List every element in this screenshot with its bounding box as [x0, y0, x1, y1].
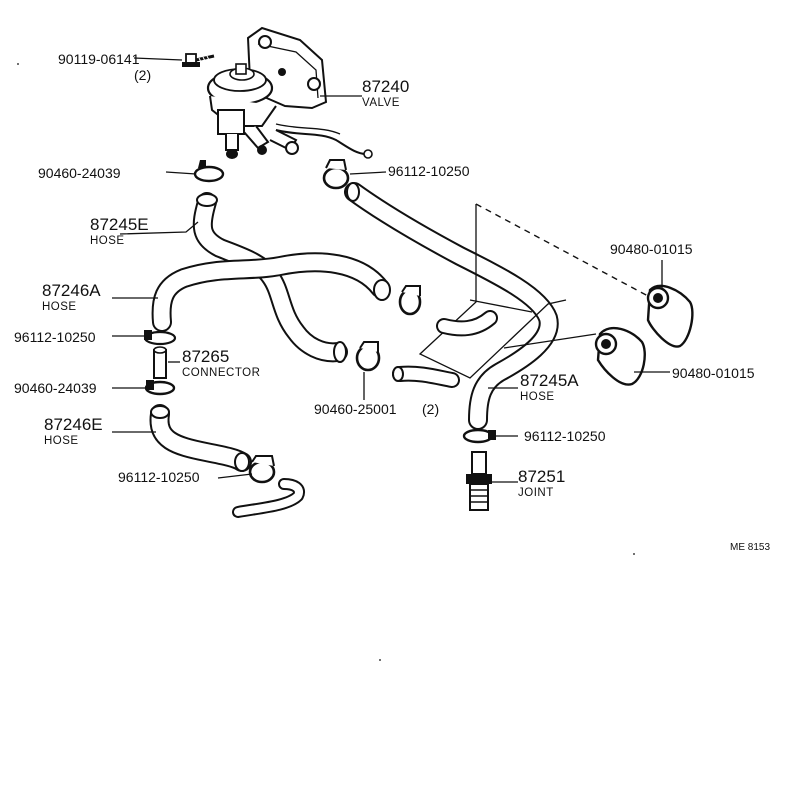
label-hose-e-lower-name: HOSE [44, 435, 79, 447]
label-clamp-left1: 96112-10250 [14, 329, 96, 345]
label-valve-name: VALVE [362, 97, 400, 109]
grommet-bottom-icon [594, 326, 646, 386]
label-hose-a-left-number: 87246A [42, 281, 101, 300]
label-clamp-left2: 96112-10250 [118, 469, 200, 485]
hose-clamp-top-icon [322, 159, 350, 190]
hose-panel-short [392, 310, 498, 388]
valve-assembly [206, 26, 373, 159]
label-hose-e-number: 87245E [90, 215, 149, 234]
label-clip-mid-number: 90460-25001 [314, 401, 397, 417]
label-clip-top: 90460-24039 [38, 165, 121, 181]
label-joint-number: 87251 [518, 467, 565, 486]
label-hose-a-left-name: HOSE [42, 301, 77, 313]
label-connector-number: 87265 [182, 347, 229, 366]
hose-87246E [149, 404, 252, 472]
label-grommet-top: 90480-01015 [610, 241, 693, 257]
hose-clamp-left2-icon [248, 455, 276, 484]
labels: 90119-06141 (2) 87240 VALVE 90460-24039 … [14, 51, 770, 553]
label-clip-mid-qty: (2) [422, 401, 439, 417]
label-joint-name: JOINT [518, 487, 554, 499]
label-valve-number: 87240 [362, 77, 409, 96]
panel-outline [418, 203, 649, 379]
label-hose-e-name: HOSE [90, 235, 125, 247]
label-clamp-top: 96112-10250 [388, 163, 470, 179]
hose-clamp-left1-icon [143, 330, 177, 346]
label-hose-right-number: 87245A [520, 371, 579, 390]
label-bolt-qty: (2) [134, 67, 151, 83]
hose-clamp-right-icon [462, 428, 496, 444]
hose-clip-mid-icon [355, 285, 422, 372]
hose-clip-left-icon [144, 380, 176, 396]
label-clip-left: 90460-24039 [14, 380, 97, 396]
label-connector-name: CONNECTOR [182, 367, 260, 379]
label-grommet-bottom: 90480-01015 [672, 365, 755, 381]
connector-icon [153, 346, 167, 379]
hose-tail [232, 478, 305, 518]
bolt-icon [182, 53, 215, 67]
label-bolt-number: 90119-06141 [58, 51, 140, 67]
scan-specks [17, 63, 635, 661]
label-hose-e-lower-number: 87246E [44, 415, 103, 434]
joint-icon [466, 451, 492, 511]
leader-lines [112, 57, 670, 483]
diagram-id: ME 8153 [730, 542, 770, 553]
hose-87246A [151, 252, 391, 332]
label-hose-right-name: HOSE [520, 391, 555, 403]
label-clamp-right: 96112-10250 [524, 428, 606, 444]
grommet-top-icon [646, 284, 694, 348]
hose-clip-top-icon [193, 160, 225, 183]
